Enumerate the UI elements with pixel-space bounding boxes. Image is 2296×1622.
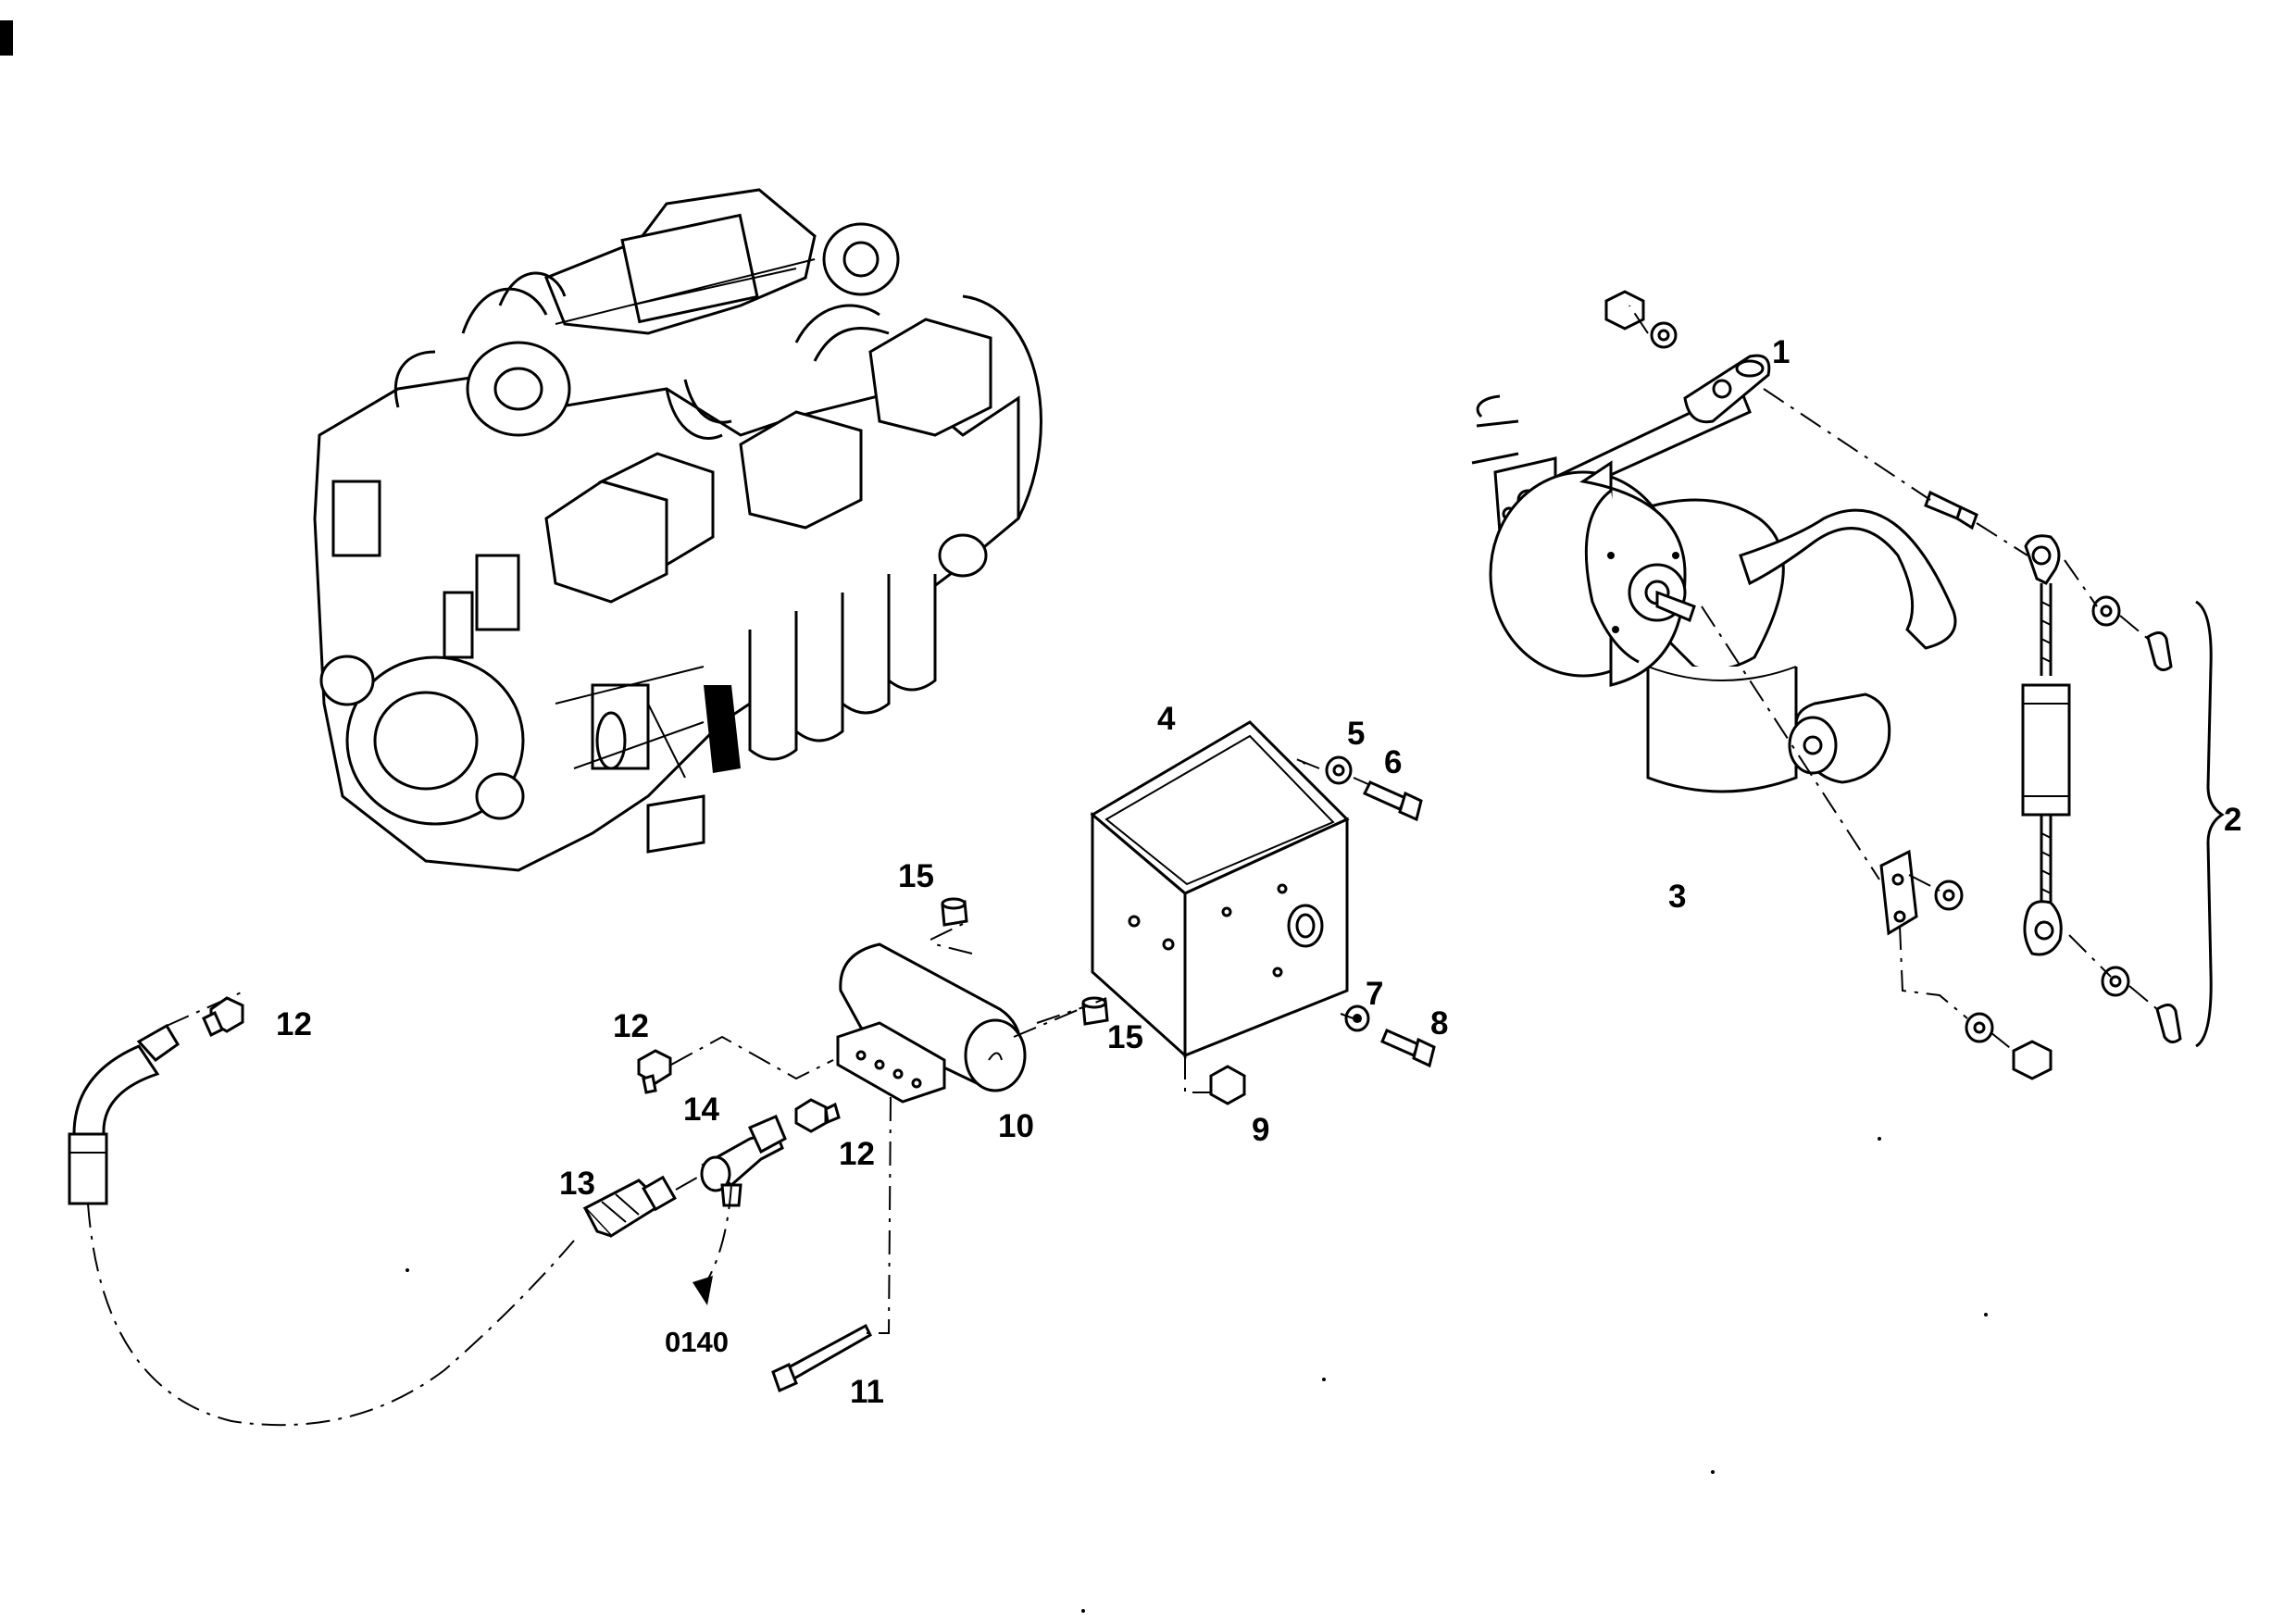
tee-fitting-14 bbox=[700, 1115, 787, 1207]
actuator bbox=[1489, 460, 1957, 793]
callout-12-lower: 12 bbox=[839, 1136, 875, 1172]
bolt-8 bbox=[1380, 1029, 1436, 1068]
callout-5: 5 bbox=[1347, 716, 1365, 752]
cap-15-upper bbox=[941, 897, 968, 927]
corner-mark bbox=[0, 20, 13, 56]
cap-15-lower bbox=[1081, 996, 1109, 1026]
scan-specks bbox=[406, 1137, 1988, 1613]
fitting-12-left bbox=[202, 996, 244, 1038]
callout-12-left: 12 bbox=[276, 1006, 312, 1042]
callout-8: 8 bbox=[1430, 1005, 1448, 1042]
solenoid-10 bbox=[836, 942, 1027, 1104]
hose bbox=[68, 1023, 181, 1205]
callout-4: 4 bbox=[1157, 701, 1176, 737]
callout-6: 6 bbox=[1384, 744, 1402, 780]
callout-14: 14 bbox=[683, 1092, 719, 1128]
callout-1: 1 bbox=[1772, 334, 1790, 370]
bolt-11 bbox=[771, 1323, 872, 1393]
reference-arrow bbox=[693, 1276, 713, 1305]
fitting-12-middle bbox=[637, 1049, 672, 1094]
callout-12-middle: 12 bbox=[613, 1008, 649, 1044]
rod-assembly bbox=[1879, 534, 2225, 1080]
fitting-12-lower bbox=[794, 1098, 841, 1133]
callout-9: 9 bbox=[1252, 1112, 1269, 1148]
bolt-6 bbox=[1362, 780, 1423, 822]
callout-0140: 0140 bbox=[665, 1326, 729, 1358]
callout-11: 11 bbox=[850, 1374, 884, 1410]
callout-3: 3 bbox=[1668, 879, 1686, 915]
connector-13 bbox=[582, 1175, 677, 1238]
callout-2: 2 bbox=[2224, 802, 2241, 838]
callout-15-upper: 15 bbox=[898, 858, 934, 894]
engine-illustration bbox=[313, 188, 1042, 872]
nut-9 bbox=[1209, 1065, 1246, 1105]
callout-7: 7 bbox=[1366, 976, 1383, 1012]
cover-box bbox=[1090, 720, 1350, 1059]
callout-15-lower: 15 bbox=[1107, 1019, 1143, 1055]
callout-10: 10 bbox=[998, 1108, 1034, 1144]
callout-13: 13 bbox=[559, 1166, 595, 1202]
